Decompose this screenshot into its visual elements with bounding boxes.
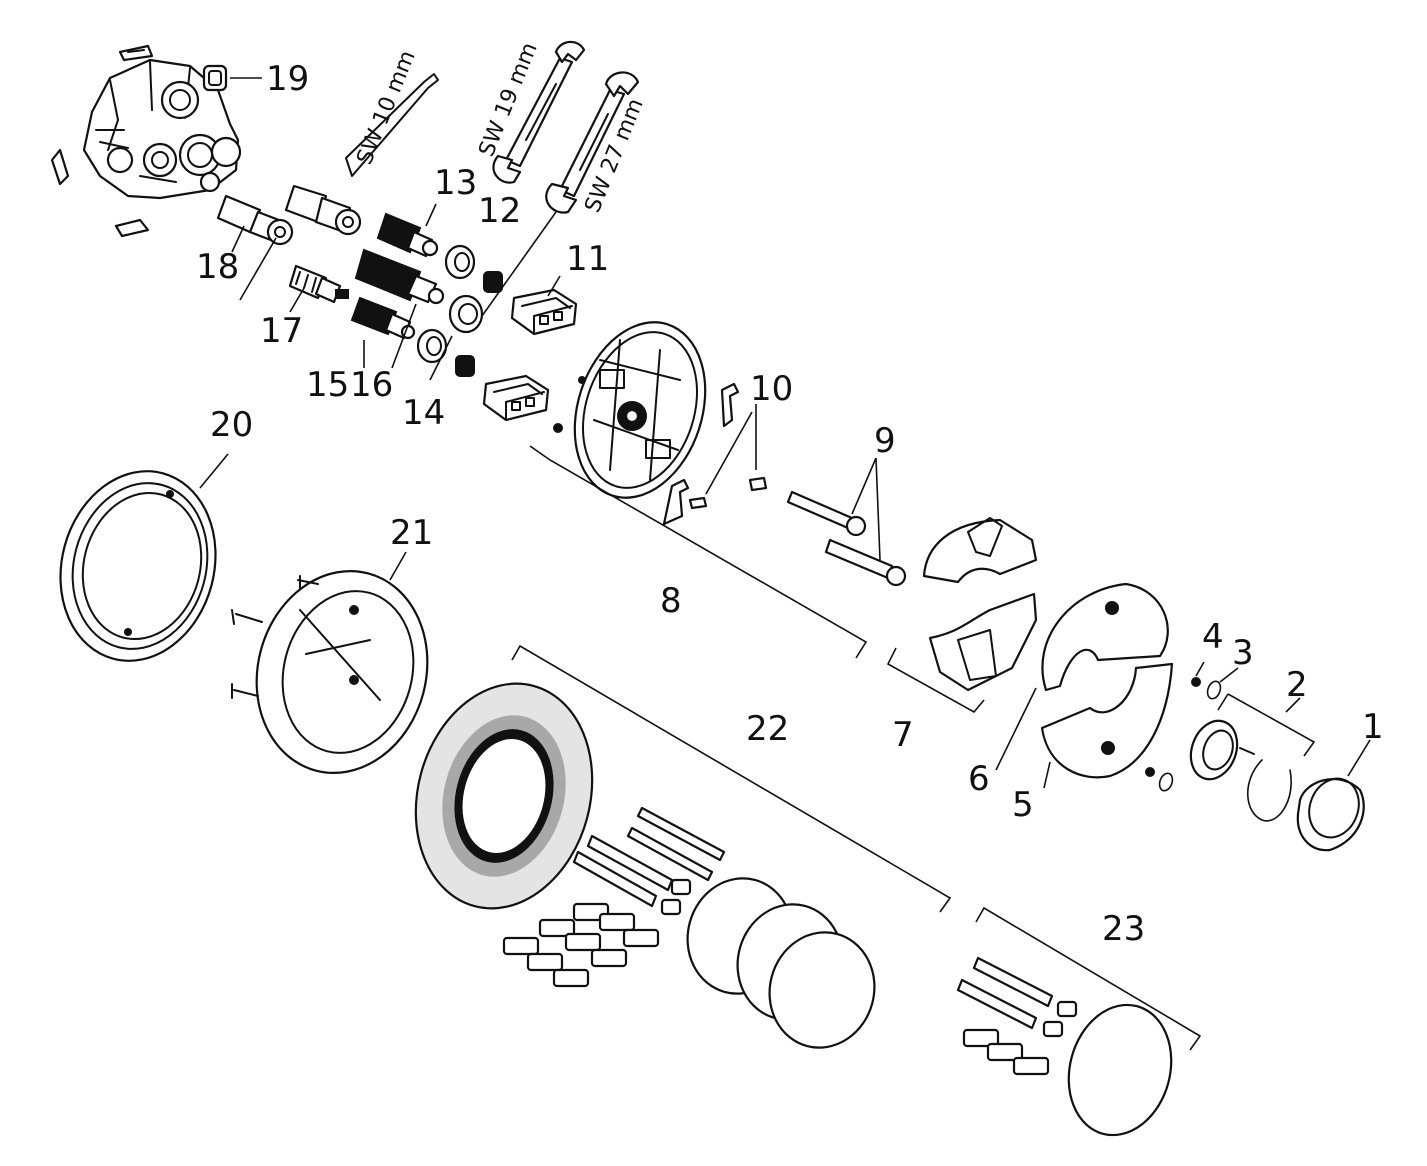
- valve-body: [82, 58, 242, 200]
- part-5-cover-plate: [1040, 662, 1174, 779]
- hex-key-tool: [345, 73, 439, 177]
- label-5: 5: [1012, 785, 1034, 825]
- part-22-sleeves: [686, 877, 876, 1049]
- label-20: 20: [210, 405, 253, 445]
- part-1-knob: [1296, 777, 1365, 852]
- part-labels: 19 18 17 15 16 14 13 12 11 10 9 8 7 6 5 …: [196, 59, 1384, 949]
- label-8: 8: [660, 581, 682, 621]
- label-21: 21: [390, 513, 433, 553]
- label-22: 22: [746, 709, 789, 749]
- label-23: 23: [1102, 909, 1145, 949]
- part-20-trim-ring: [59, 470, 217, 662]
- label-11: 11: [566, 239, 609, 279]
- part-22-clips: [502, 902, 660, 988]
- part-10-clips: [662, 382, 768, 526]
- part-6-cover-plate: [1041, 582, 1169, 692]
- mounting-plate: [553, 321, 707, 499]
- label-3: 3: [1232, 633, 1254, 673]
- bracket-lower: [482, 374, 550, 422]
- label-9: 9: [874, 421, 896, 461]
- label-18: 18: [196, 247, 239, 287]
- part-9-bolts: [786, 490, 907, 587]
- part-17-cartridge: [288, 264, 349, 304]
- part-2-nut-assembly: [1189, 719, 1292, 822]
- label-15: 15: [306, 365, 349, 405]
- part-14-nuts: [416, 244, 503, 377]
- part-21-adapter-ring: [231, 570, 429, 774]
- part-15-16-cartridge: [350, 248, 445, 340]
- label-1: 1: [1362, 707, 1384, 747]
- label-13: 13: [434, 163, 477, 203]
- wrench-19-tool: [492, 40, 586, 184]
- wrench-27-tool: [545, 71, 640, 214]
- part-22-screws: [572, 806, 726, 916]
- part-7-split-frame: [922, 517, 1038, 692]
- cartridge-upper: [284, 184, 362, 236]
- seal-left: [50, 148, 70, 186]
- seal-bottom: [114, 218, 150, 238]
- label-7: 7: [892, 715, 914, 755]
- label-12: 12: [478, 191, 521, 231]
- label-6: 6: [968, 759, 990, 799]
- part-18-cartridge: [216, 194, 294, 246]
- label-2: 2: [1286, 665, 1308, 705]
- part-4-3-screws: [1145, 677, 1222, 792]
- label-17: 17: [260, 311, 303, 351]
- part-23-kit: [956, 956, 1173, 1137]
- part-22-plaster-plate: [414, 682, 594, 910]
- label-19: 19: [266, 59, 309, 99]
- part-11-bracket: [510, 288, 578, 336]
- label-16: 16: [350, 365, 393, 405]
- label-4: 4: [1202, 617, 1224, 657]
- label-14: 14: [402, 393, 445, 433]
- label-10: 10: [750, 369, 793, 409]
- part-19-seal: [202, 64, 228, 92]
- seal-top: [118, 44, 154, 62]
- part-13-cartridge: [376, 212, 439, 258]
- leader-lines: [199, 77, 1371, 1051]
